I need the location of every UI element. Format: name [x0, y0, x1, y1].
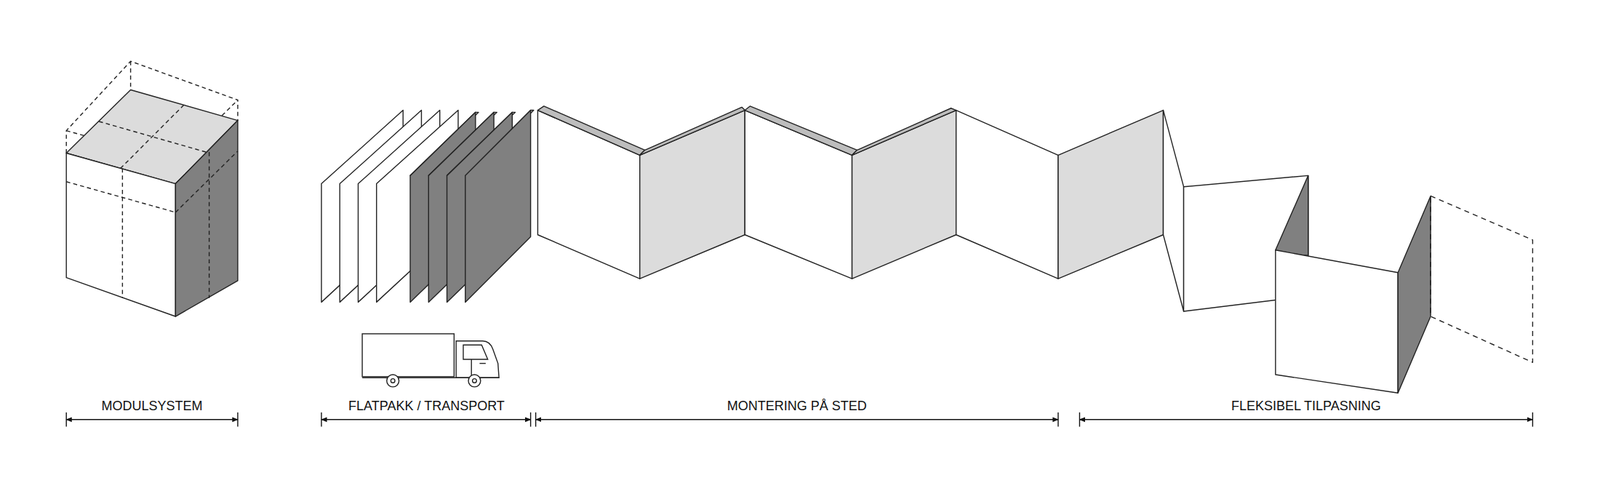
span-label: FLATPAKK / TRANSPORT	[346, 398, 507, 415]
span-label: MONTERING PÅ STED	[725, 398, 870, 415]
assembled-wall	[537, 106, 1163, 279]
flat-panels	[321, 110, 534, 303]
flexible-wall	[1162, 110, 1533, 394]
truck-icon	[362, 333, 499, 387]
span-brackets	[66, 412, 1533, 427]
module-cube	[66, 61, 238, 317]
span-label: MODULSYSTEM	[99, 398, 206, 415]
span-label: FLEKSIBEL TILPASNING	[1229, 398, 1384, 415]
